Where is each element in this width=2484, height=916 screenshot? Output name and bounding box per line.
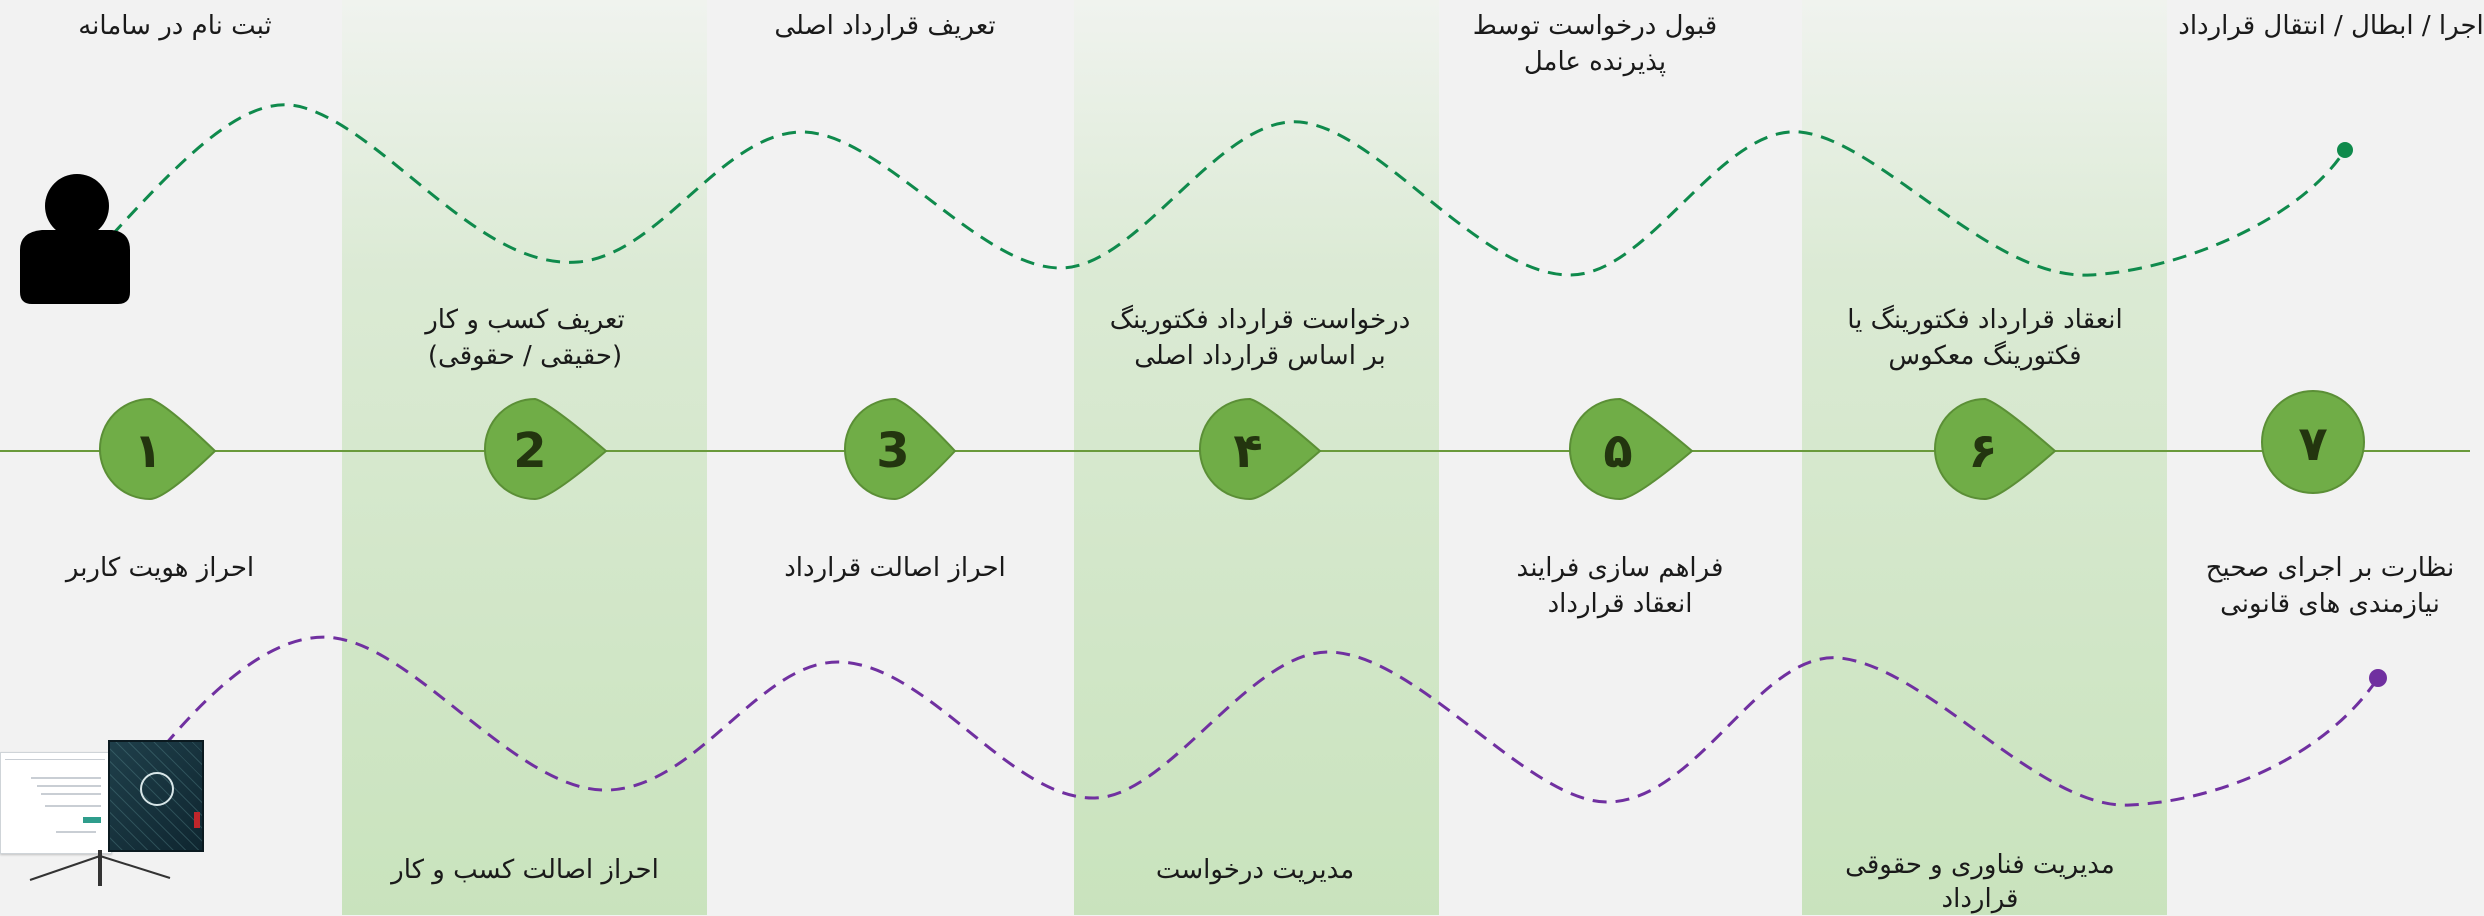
monitor-stand xyxy=(98,850,102,886)
screen-preview-right xyxy=(108,740,204,852)
monitor-legs xyxy=(29,855,171,881)
step-number-3: 3 xyxy=(876,423,909,479)
top-curve-end-dot xyxy=(2337,142,2353,158)
step-number-6: ۶ xyxy=(1968,423,1997,479)
monitor-icon xyxy=(0,740,204,890)
bottom-process-curve xyxy=(163,635,2380,807)
bottom-label-business-authenticity: احراز اصالت کسب و کار xyxy=(391,855,659,885)
step-marker-5: ۵ xyxy=(1569,397,1694,501)
top-process-curve xyxy=(110,103,2347,277)
step-4-label: درخواست قرارداد فکتورینگ بر اساس قرارداد… xyxy=(1109,305,1411,371)
top-label-register: ثبت نام در سامانه xyxy=(78,11,272,41)
step-number-5: ۵ xyxy=(1603,423,1632,479)
step-marker-2: 2 xyxy=(484,397,608,501)
step-marker-1: ۱ xyxy=(99,397,217,501)
step-number-1: ۱ xyxy=(133,423,162,479)
bottom-label-tech-legal-management: مدیریت فناوری و حقوقی قرارداد xyxy=(1845,850,2115,914)
step-7-label: نظارت بر اجرای صحیح نیازمندی های قانونی xyxy=(2205,553,2455,619)
step-number-7: ۷ xyxy=(2298,416,2327,472)
step-marker-4: ۴ xyxy=(1199,397,1322,501)
step-2-label: تعریف کسب و کار (حقیقی / حقوقی) xyxy=(425,305,625,371)
bottom-label-request-management: مدیریت درخواست xyxy=(1155,855,1355,885)
step-marker-3: 3 xyxy=(844,397,957,501)
step-5-label: فراهم سازی فرایند انعقاد قرارداد xyxy=(1516,553,1724,619)
step-6-label: انعقاد قرارداد فکتورینگ یا فکتورینگ معکو… xyxy=(1847,305,2123,371)
step-3-label: احراز اصالت قرارداد xyxy=(784,553,1006,583)
step-marker-6: ۶ xyxy=(1934,397,2057,501)
step-number-2: 2 xyxy=(513,423,546,479)
step-number-4: ۴ xyxy=(1233,423,1262,479)
step-1-label: احراز هویت کاربر xyxy=(65,553,255,583)
bottom-curve-end-dot xyxy=(2369,669,2387,687)
person-icon xyxy=(20,174,130,304)
top-label-define-main-contract: تعریف قرارداد اصلی xyxy=(774,11,996,41)
step-marker-7: ۷ xyxy=(2261,390,2365,494)
top-label-accept-request: قبول درخواست توسط پذیرنده عامل xyxy=(1472,11,1718,77)
top-label-execute-contract: اجرا / ابطال / انتقال قرارداد xyxy=(2178,11,2484,41)
